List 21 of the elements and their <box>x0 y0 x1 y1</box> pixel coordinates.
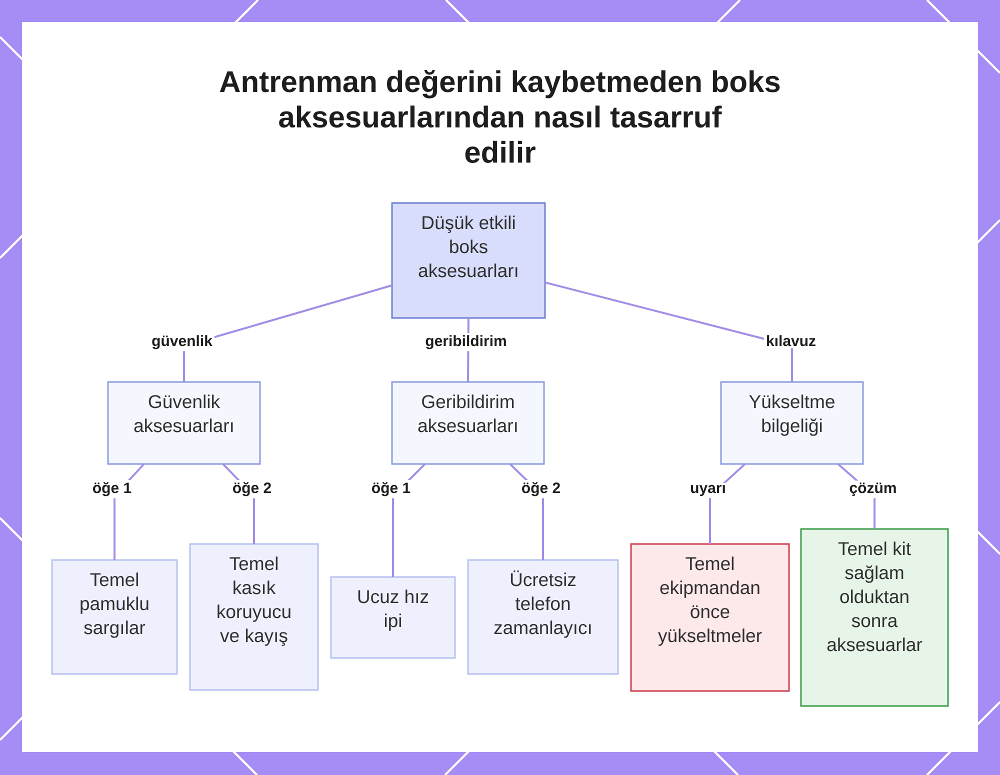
topic-box: Düşük etkili boks aksesuarları <box>391 202 546 319</box>
category-box: Geribildirim aksesuarları <box>391 381 545 465</box>
title: Antrenman değerini kaybetmeden boks aksesuarlarından nasıl tasarruf edilir <box>220 70 780 163</box>
category-box: Güvenlik aksesuarları <box>107 381 261 465</box>
edge-label: öğe 1 <box>90 480 134 498</box>
warning-box: Temel ekipmandan önce yükseltmeler <box>630 543 790 692</box>
item-box: Ücretsiz telefon zamanlayıcı <box>467 559 619 675</box>
solution-box: Temel kit sağlam olduktan sonra aksesuarlar <box>800 528 949 707</box>
edge-label: öğe 1 <box>369 480 413 498</box>
edge-label: öğe 2 <box>230 480 274 498</box>
item-box: Temel pamuklu sargılar <box>51 559 178 675</box>
edge-label: öğe 2 <box>519 480 563 498</box>
edge-label: kılavuz <box>764 333 818 348</box>
edge-label: geribildirim <box>423 333 509 352</box>
item-box: Temel kasık koruyucu ve kayış <box>189 543 319 691</box>
edge-label: uyarı <box>688 482 728 498</box>
item-box: Ucuz hız ipi <box>330 576 456 659</box>
edge-label: çözüm <box>847 480 899 498</box>
category-box: Yükseltme bilgeliği <box>720 381 864 465</box>
edge-label: güvenlik <box>150 333 214 352</box>
connector-line <box>544 281 793 382</box>
